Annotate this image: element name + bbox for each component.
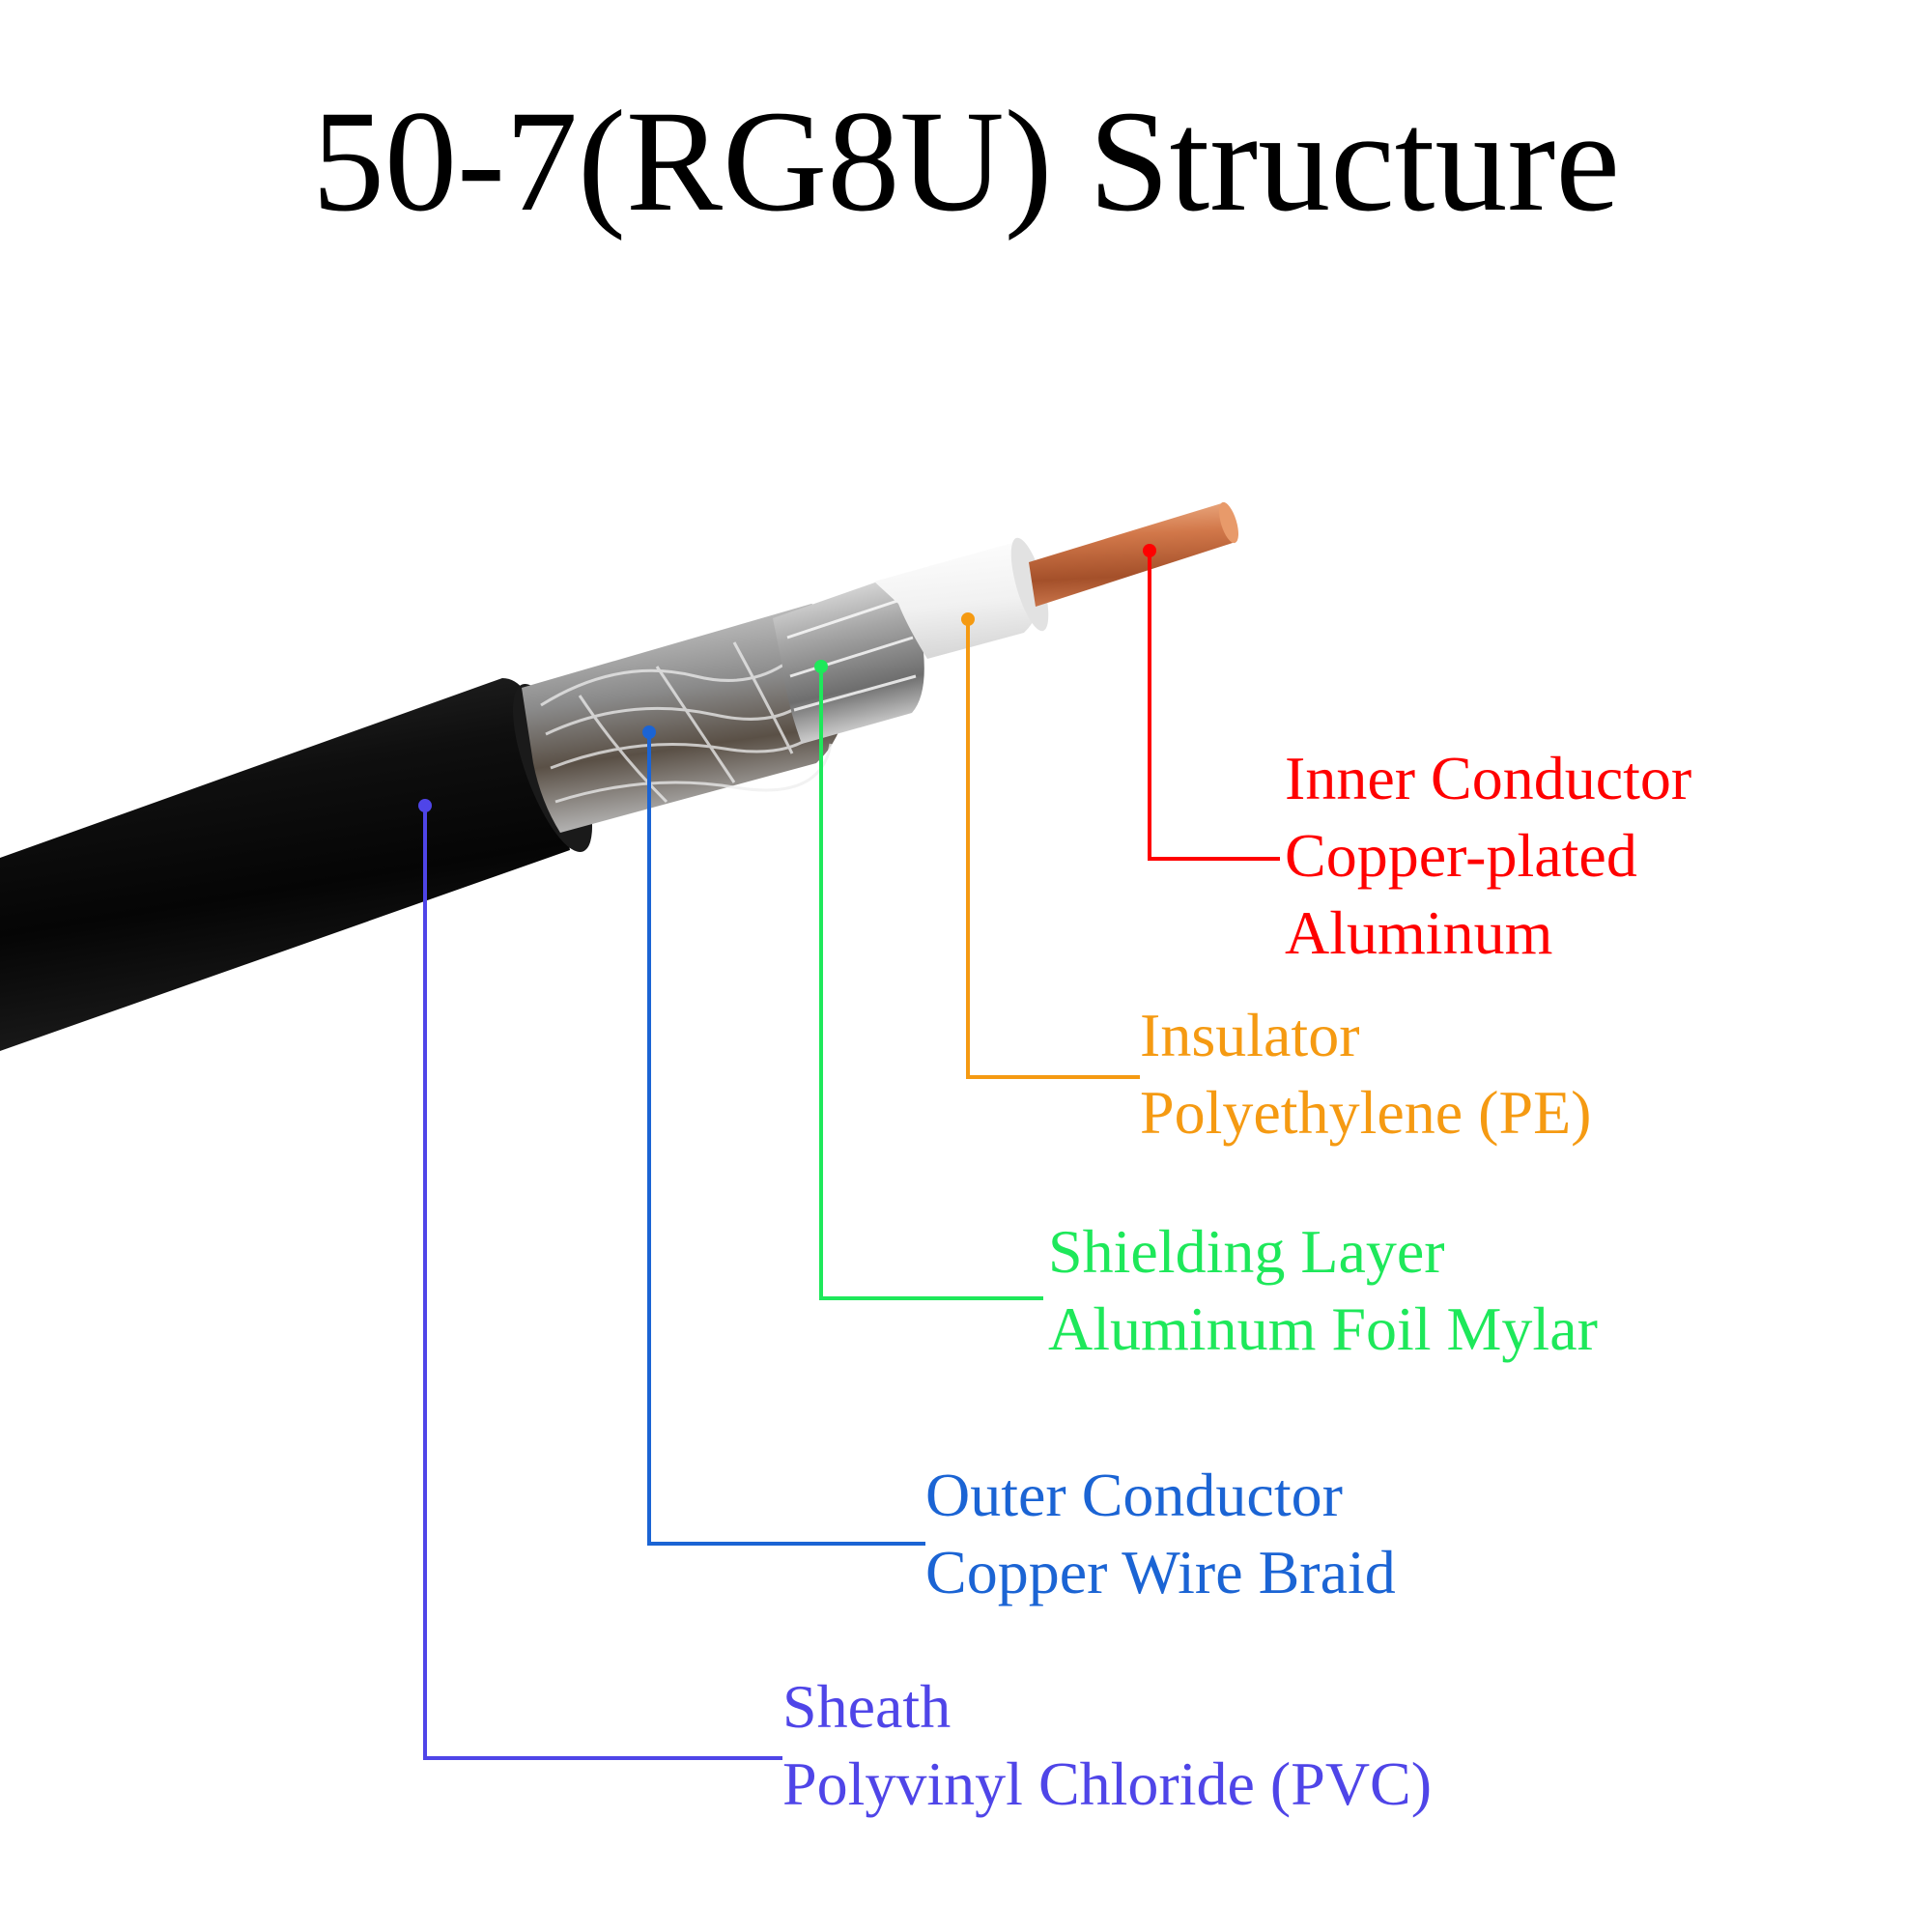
inner-conductor-tip <box>1219 501 1238 544</box>
label-outer-conductor: Outer Conductor Copper Wire Braid <box>925 1457 1396 1611</box>
diagram-title: 50-7(RG8U) Structure <box>312 81 1620 242</box>
insulator-pe <box>874 541 1041 659</box>
leader-line-insulator <box>966 619 1140 1079</box>
leader-line-shield <box>819 667 1043 1300</box>
shielding-layer-name: Shielding Layer <box>1048 1217 1445 1286</box>
leader-line-outer <box>647 732 925 1546</box>
leader-line-sheath <box>423 806 782 1760</box>
inner-conductor-material-1: Copper-plated <box>1285 821 1637 890</box>
inner-conductor <box>1029 502 1233 607</box>
inner-conductor-material-2: Aluminum <box>1285 898 1553 967</box>
leader-dot-sheath <box>418 799 432 812</box>
insulator-name: Insulator <box>1140 1001 1360 1069</box>
sheath-name: Sheath <box>782 1672 952 1741</box>
leader-dot-inner <box>1143 544 1156 557</box>
shielding-layer-material: Aluminum Foil Mylar <box>1048 1294 1598 1363</box>
inner-conductor-name: Inner Conductor <box>1285 744 1692 812</box>
leader-line-inner <box>1148 551 1280 861</box>
outer-conductor-name: Outer Conductor <box>925 1461 1343 1529</box>
sheath-material: Polyvinyl Chloride (PVC) <box>782 1749 1433 1818</box>
outer-conductor-material: Copper Wire Braid <box>925 1538 1396 1606</box>
insulator-end <box>1010 537 1049 632</box>
label-insulator: Insulator Polyethylene (PE) <box>1140 997 1591 1151</box>
insulator-material: Polyethylene (PE) <box>1140 1078 1592 1147</box>
outer-braid <box>522 604 850 833</box>
label-inner-conductor: Inner Conductor Copper-plated Aluminum <box>1285 740 1691 972</box>
sheath-jacket <box>0 678 570 1051</box>
label-shielding-layer: Shielding Layer Aluminum Foil Mylar <box>1048 1213 1598 1368</box>
label-sheath: Sheath Polyvinyl Chloride (PVC) <box>782 1668 1432 1823</box>
leader-dot-outer <box>642 725 656 739</box>
leader-dot-shield <box>814 660 828 673</box>
shield-foil <box>773 578 924 744</box>
leader-dot-insulator <box>961 612 975 626</box>
